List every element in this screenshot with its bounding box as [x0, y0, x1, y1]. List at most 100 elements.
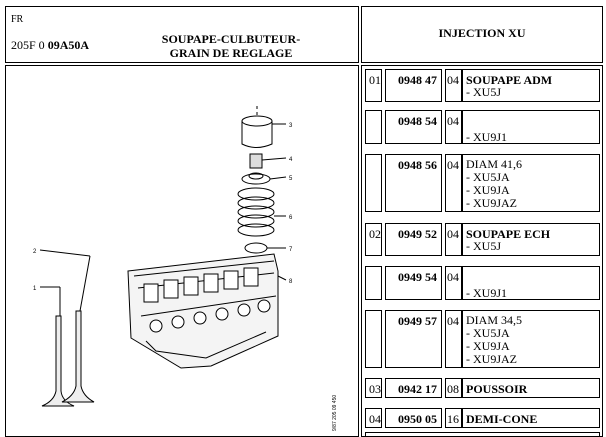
catalog-reference: 205F 0 09A50A	[11, 38, 89, 53]
row-number-cell	[365, 310, 382, 368]
part-qty: 08	[447, 382, 459, 396]
description-cell: DEMI-CONE	[462, 408, 600, 428]
part-ref: 0949 57	[398, 314, 437, 328]
part-ref-cell: 0948 47	[385, 69, 442, 102]
qty-cell: 04	[445, 110, 462, 144]
part-qty: 04	[447, 270, 459, 284]
part-ref: 0949 52	[398, 227, 437, 241]
variant-line	[466, 270, 507, 283]
part-ref-cell: 0949 54	[385, 266, 442, 300]
description-cell: - XU9J1	[462, 110, 600, 144]
part-ref-cell: 0942 17	[385, 378, 442, 398]
row-number-cell: 04	[365, 408, 382, 428]
variant-line: - XU5JA	[466, 170, 510, 184]
row-number-cell: 03	[365, 378, 382, 398]
variant-line: - XU9JAZ	[466, 352, 517, 366]
part-variants: DIAM 41,6 - XU5JA - XU9JA - XU9JAZ	[466, 158, 522, 210]
country-code: FR	[11, 14, 24, 25]
qty-cell: 08	[445, 378, 462, 398]
qty-cell: 04	[445, 266, 462, 300]
callout-5: 5	[289, 176, 293, 182]
exploded-diagram-panel: 3 4 5 6 7 8 1 2 9/87 205 09 450	[5, 65, 359, 437]
qty-cell: 04	[445, 154, 462, 212]
row-number: 02	[369, 227, 381, 241]
qty-cell: 04	[445, 69, 462, 102]
variant-line: - XU5JA	[466, 326, 510, 340]
callout-8: 8	[289, 279, 293, 285]
part-variants: - XU9J1	[466, 270, 507, 300]
row-number-cell: 01	[365, 69, 382, 102]
header-right-panel: INJECTION XU	[361, 6, 603, 63]
qty-cell: 04	[445, 223, 462, 256]
part-label: POUSSOIR	[466, 382, 528, 396]
part-row[interactable]: 0949 57 04 DIAM 34,5 - XU5JA - XU9JA - X…	[365, 310, 600, 368]
row-number-cell	[365, 110, 382, 144]
part-qty: 04	[447, 73, 459, 87]
diagram-side-code: 9/87 205 09 450	[332, 395, 338, 431]
variant-line: DIAM 34,5	[466, 313, 522, 327]
callout-7: 7	[289, 247, 293, 253]
part-variants: DIAM 34,5 - XU5JA - XU9JA - XU9JAZ	[466, 314, 522, 366]
callout-2: 2	[33, 249, 37, 255]
row-number-cell: 02	[365, 223, 382, 256]
part-ref: 0942 17	[398, 382, 437, 396]
callout-3: 3	[289, 123, 293, 129]
part-ref-cell: 0948 56	[385, 154, 442, 212]
part-ref: 0950 05	[398, 412, 437, 426]
part-ref: 0949 54	[398, 270, 437, 284]
part-row[interactable]: 03 0942 17 08 POUSSOIR	[365, 378, 600, 398]
row-number: 01	[369, 73, 381, 87]
description-cell: SOUPAPE ECH - XU5J	[462, 223, 600, 256]
description-cell: DIAM 41,6 - XU5JA - XU9JA - XU9JAZ	[462, 154, 600, 212]
part-ref: 0948 56	[398, 158, 437, 172]
callout-1: 1	[33, 286, 37, 292]
callout-6: 6	[289, 215, 293, 221]
title-line-1: SOUPAPE-CULBUTEUR-	[161, 32, 301, 46]
part-variants: - XU9J1	[466, 114, 507, 144]
description-cell: - XU9J1	[462, 266, 600, 300]
variant-line: - XU9J1	[466, 286, 507, 300]
row-number: 04	[369, 412, 381, 426]
title-line-2: GRAIN DE REGLAGE	[169, 46, 293, 60]
part-row[interactable]: 0948 54 04 - XU9J1	[365, 110, 600, 144]
part-row[interactable]: 04 0950 05 16 DEMI-CONE	[365, 408, 600, 428]
page-title: SOUPAPE-CULBUTEUR- GRAIN DE REGLAGE	[141, 32, 321, 60]
part-ref: 0948 54	[398, 114, 437, 128]
variant-line: - XU9JAZ	[466, 196, 517, 210]
description-cell: SOUPAPE ADM - XU5J	[462, 69, 600, 102]
part-qty: 04	[447, 227, 459, 241]
partial-row-border	[365, 432, 600, 436]
section-title: INJECTION XU	[438, 26, 526, 40]
part-label: SOUPAPE ADM	[466, 73, 553, 87]
part-ref-cell: 0950 05	[385, 408, 442, 428]
part-variants: - XU5J	[466, 86, 501, 99]
part-row[interactable]: 0948 56 04 DIAM 41,6 - XU5JA - XU9JA - X…	[365, 154, 600, 212]
callout-4: 4	[289, 157, 293, 163]
part-qty: 04	[447, 114, 459, 128]
description-cell: POUSSOIR	[462, 378, 600, 398]
qty-cell: 04	[445, 310, 462, 368]
row-number-cell	[365, 154, 382, 212]
variant-line: - XU5J	[466, 85, 501, 99]
variant-line: - XU9J1	[466, 130, 507, 144]
variant-line: - XU5J	[466, 239, 501, 253]
part-label: DEMI-CONE	[466, 412, 538, 426]
part-label: SOUPAPE ECH	[466, 227, 551, 241]
qty-cell: 16	[445, 408, 462, 428]
part-row[interactable]: 01 0948 47 04 SOUPAPE ADM - XU5J	[365, 69, 600, 102]
part-ref: 0948 47	[398, 73, 437, 87]
ref-code: 09A50A	[47, 38, 90, 52]
exploded-diagram: 3 4 5 6 7 8 1 2 9/87 205 09 450	[33, 106, 338, 431]
ref-prefix: 205F 0	[11, 38, 48, 52]
description-cell: DIAM 34,5 - XU5JA - XU9JA - XU9JAZ	[462, 310, 600, 368]
part-ref-cell: 0949 57	[385, 310, 442, 368]
variant-line: DIAM 41,6	[466, 157, 522, 171]
part-row-partial	[365, 432, 600, 436]
variant-line	[466, 114, 507, 127]
part-ref-cell: 0949 52	[385, 223, 442, 256]
part-row[interactable]: 0949 54 04 - XU9J1	[365, 266, 600, 300]
part-qty: 04	[447, 158, 459, 172]
part-qty: 04	[447, 314, 459, 328]
part-row[interactable]: 02 0949 52 04 SOUPAPE ECH - XU5J	[365, 223, 600, 256]
variant-line: - XU9JA	[466, 339, 510, 353]
